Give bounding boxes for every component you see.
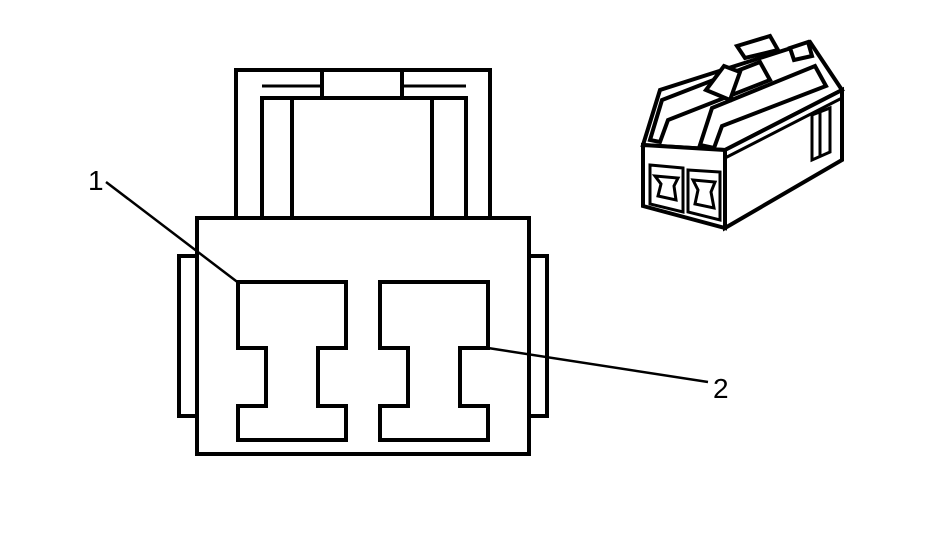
callout-label-1: 1 — [88, 165, 104, 196]
callout-label-2: 2 — [713, 373, 729, 404]
connector-isometric-view — [640, 33, 845, 232]
connector-face-view — [177, 68, 549, 456]
callout-2: 2 — [487, 346, 729, 404]
callout-1: 1 — [88, 165, 241, 285]
leader-line-1 — [105, 181, 241, 285]
leader-line-2 — [487, 346, 709, 384]
locking-latch — [234, 68, 492, 224]
terminal-cavity-1 — [236, 280, 348, 442]
